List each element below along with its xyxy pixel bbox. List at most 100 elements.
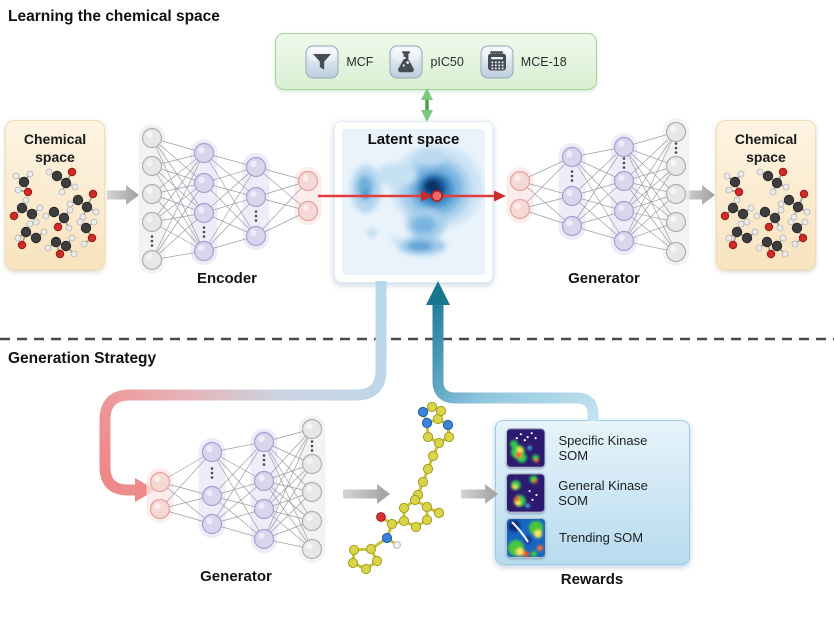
layer-band	[298, 415, 326, 563]
layer-band	[506, 167, 534, 223]
objective-latent-double-arrow	[421, 88, 433, 122]
latent-density-panel	[342, 129, 485, 275]
neuron-node	[297, 170, 319, 192]
rewards-to-latent-arrow	[426, 281, 599, 421]
reward-row-specific: Specific Kinase SOM	[506, 427, 679, 468]
generator-bottom-label: Generator	[200, 568, 272, 585]
neuron-node	[245, 186, 267, 208]
generated-molecule	[347, 401, 455, 575]
layer-band	[138, 124, 166, 274]
neuron-node	[149, 471, 171, 493]
layer-band	[198, 438, 226, 538]
neuron-node	[561, 146, 583, 168]
neuron-node	[613, 136, 635, 158]
reward-label: Trending SOM	[559, 530, 644, 545]
objective-panel: MCF pIC50 MCE-18	[275, 33, 597, 90]
neuron-node	[561, 215, 583, 237]
arrow-generator-to-chem	[683, 185, 715, 205]
encoder-network	[138, 124, 322, 274]
neuron-node	[613, 230, 635, 252]
layer-band	[294, 167, 322, 225]
objective-item-mcf: MCF	[305, 45, 373, 79]
reward-label: Specific Kinase SOM	[558, 432, 648, 463]
layer-band	[146, 468, 174, 523]
chemical-space-title: Chemical space	[734, 131, 798, 165]
objective-label: MCF	[346, 54, 374, 69]
layer-band	[250, 428, 278, 553]
generator-top-label: Generator	[568, 270, 640, 287]
latent-density-plot	[351, 145, 483, 255]
flask-icon	[389, 45, 423, 78]
neuron-node	[193, 240, 215, 262]
neuron-node	[665, 183, 687, 205]
calculator-icon	[480, 45, 514, 78]
neuron-node	[665, 121, 687, 143]
neuron-node	[141, 155, 163, 177]
generator-bottom-network	[146, 415, 326, 563]
objective-label: pIC50	[430, 54, 464, 69]
latent-to-generator-arrow	[99, 281, 387, 502]
neuron-node	[253, 470, 275, 492]
neuron-node	[297, 200, 319, 222]
funnel-icon	[305, 45, 339, 78]
neuron-node	[193, 142, 215, 164]
neuron-node	[149, 498, 171, 520]
neuron-node	[193, 202, 215, 224]
latent-space-title: Latent space	[367, 131, 460, 148]
reward-row-general: General Kinase SOM	[506, 472, 679, 513]
rewards-box: Specific Kinase SOM General Kinase SOM	[495, 420, 690, 565]
learning-section-title: Learning the chemical space	[8, 8, 220, 25]
chemical-space-title: Chemical space	[23, 131, 87, 165]
arrow-molecule-to-rewards	[461, 484, 498, 504]
encoder-label: Encoder	[196, 270, 257, 287]
neuron-node	[301, 481, 323, 503]
neuron-node	[253, 528, 275, 550]
layer-band	[662, 118, 690, 266]
reward-label: General Kinase SOM	[558, 477, 648, 508]
neuron-node	[253, 431, 275, 453]
neuron-node	[613, 200, 635, 222]
neuron-node	[301, 453, 323, 475]
neuron-node	[201, 485, 223, 507]
neuron-node	[253, 498, 275, 520]
layer-band	[558, 143, 586, 240]
neuron-node	[245, 225, 267, 247]
neuron-node	[613, 170, 635, 192]
neuron-node	[665, 211, 687, 233]
layer-band	[242, 153, 270, 250]
neuron-node	[301, 418, 323, 440]
som-heatmap-icon	[506, 472, 546, 513]
reward-row-trending: Trending SOM	[506, 517, 679, 558]
neuron-node	[141, 127, 163, 149]
objective-item-pic50: pIC50	[389, 45, 464, 79]
neuron-node	[509, 198, 531, 220]
latent-space-box: Latent space	[334, 121, 493, 283]
generator-top-network	[506, 118, 690, 266]
layer-band	[610, 133, 638, 255]
neuron-node	[561, 185, 583, 207]
neuron-node	[141, 211, 163, 233]
rewards-label: Rewards	[560, 571, 624, 588]
chemical-space-box-left: Chemical space	[5, 120, 105, 270]
neuron-node	[141, 249, 163, 271]
arrow-generator-to-molecule	[343, 484, 390, 504]
neuron-node	[201, 513, 223, 535]
chemical-space-box-right: Chemical space	[716, 120, 816, 270]
neuron-node	[301, 538, 323, 560]
objective-item-mce18: MCE-18	[480, 45, 567, 79]
neuron-node	[193, 172, 215, 194]
arrow-chem-to-encoder	[107, 185, 139, 205]
neuron-node	[245, 156, 267, 178]
neuron-node	[665, 241, 687, 263]
neuron-node	[509, 170, 531, 192]
som-heatmap-icon	[506, 517, 546, 558]
neuron-node	[665, 155, 687, 177]
neuron-node	[201, 441, 223, 463]
neuron-node	[141, 183, 163, 205]
layer-band	[190, 139, 218, 265]
generation-section-title: Generation Strategy	[8, 350, 157, 367]
neuron-node	[301, 510, 323, 532]
som-heatmap-icon	[506, 427, 546, 468]
